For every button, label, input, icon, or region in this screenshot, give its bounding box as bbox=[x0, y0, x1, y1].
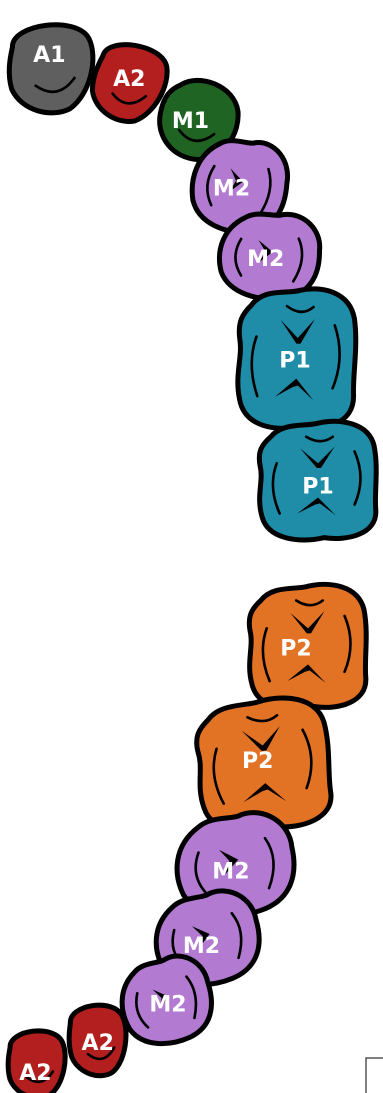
fissure-mark bbox=[152, 989, 169, 1010]
fissure-mark bbox=[275, 378, 314, 401]
groove-line bbox=[294, 599, 325, 607]
tooth-label: A2 bbox=[113, 67, 145, 92]
upper-tooth-p1[interactable]: P1 bbox=[256, 418, 379, 543]
tooth-label: A1 bbox=[33, 43, 65, 68]
fissure-mark bbox=[192, 926, 210, 948]
fissure-mark bbox=[280, 319, 315, 344]
groove-line bbox=[86, 1046, 116, 1061]
groove-line bbox=[177, 128, 216, 143]
groove-line bbox=[206, 164, 216, 207]
tooth-label: M2 bbox=[183, 934, 220, 959]
groove-line bbox=[246, 713, 279, 723]
fissure-mark bbox=[290, 611, 325, 634]
groove-line bbox=[194, 851, 209, 896]
upper-tooth-a2[interactable]: A2 bbox=[88, 40, 170, 126]
groove-line bbox=[234, 237, 243, 277]
fissure-mark bbox=[300, 446, 335, 469]
groove-line bbox=[250, 335, 259, 398]
groove-line bbox=[230, 911, 243, 960]
lower-tooth-p2[interactable]: P2 bbox=[194, 695, 334, 834]
groove-line bbox=[285, 304, 315, 314]
groove-line bbox=[271, 462, 281, 515]
tooth-crown bbox=[157, 78, 241, 163]
groove-line bbox=[304, 435, 335, 443]
groove-line bbox=[261, 627, 271, 683]
tooth-label: A2 bbox=[82, 1031, 114, 1056]
groove-line bbox=[34, 76, 76, 94]
tooth-label: A2 bbox=[19, 1061, 51, 1086]
groove-line bbox=[343, 614, 352, 674]
groove-line bbox=[111, 92, 148, 105]
tooth-label: M2 bbox=[213, 176, 250, 201]
groove-line bbox=[258, 167, 272, 216]
groove-line bbox=[301, 728, 313, 790]
groove-line bbox=[135, 991, 150, 1029]
groove-line bbox=[25, 1070, 55, 1084]
fissure-mark bbox=[241, 726, 280, 751]
tooth-label: M2 bbox=[247, 247, 284, 272]
groove-line bbox=[353, 450, 362, 506]
groove-line bbox=[185, 975, 198, 1020]
tooth-crown bbox=[6, 22, 96, 116]
fissure-mark bbox=[258, 240, 273, 262]
tooth-crown bbox=[256, 418, 379, 543]
groove-line bbox=[263, 836, 275, 890]
upper-tooth-a1[interactable]: A1 bbox=[3, 19, 100, 118]
tooth-crown bbox=[194, 695, 334, 834]
fissure-mark bbox=[229, 168, 243, 192]
tooth-label: P2 bbox=[242, 749, 273, 774]
lower-tooth-m2[interactable]: M2 bbox=[113, 950, 220, 1053]
tooth-label: P2 bbox=[280, 637, 311, 662]
tooth-crown bbox=[5, 1028, 68, 1093]
groove-line bbox=[331, 323, 341, 390]
groove-line bbox=[212, 747, 225, 805]
tooth-label: M1 bbox=[172, 109, 209, 134]
lower-tooth-a2[interactable]: A2 bbox=[63, 1001, 133, 1081]
fissure-mark bbox=[287, 664, 326, 683]
upper-tooth-m2[interactable]: M2 bbox=[217, 210, 323, 303]
fissure-mark bbox=[218, 849, 239, 875]
lower-tooth-m2[interactable]: M2 bbox=[170, 808, 300, 923]
tooth-label: P1 bbox=[302, 475, 333, 500]
panel-corner bbox=[365, 1057, 383, 1093]
tooth-crown bbox=[66, 1002, 129, 1079]
lower-tooth-p2[interactable]: P2 bbox=[246, 581, 369, 712]
lower-tooth-a2[interactable]: A2 bbox=[3, 1027, 70, 1093]
tooth-crown bbox=[246, 581, 369, 712]
groove-line bbox=[291, 237, 304, 283]
tooth-label: M2 bbox=[212, 859, 249, 884]
tooth-label: M2 bbox=[149, 992, 186, 1017]
tooth-label: P1 bbox=[279, 348, 310, 373]
upper-tooth-p1[interactable]: P1 bbox=[235, 286, 359, 431]
fissure-mark bbox=[297, 497, 336, 516]
fissure-mark bbox=[243, 783, 287, 803]
tooth-crown bbox=[89, 42, 170, 125]
upper-tooth-m1[interactable]: M1 bbox=[154, 74, 244, 165]
